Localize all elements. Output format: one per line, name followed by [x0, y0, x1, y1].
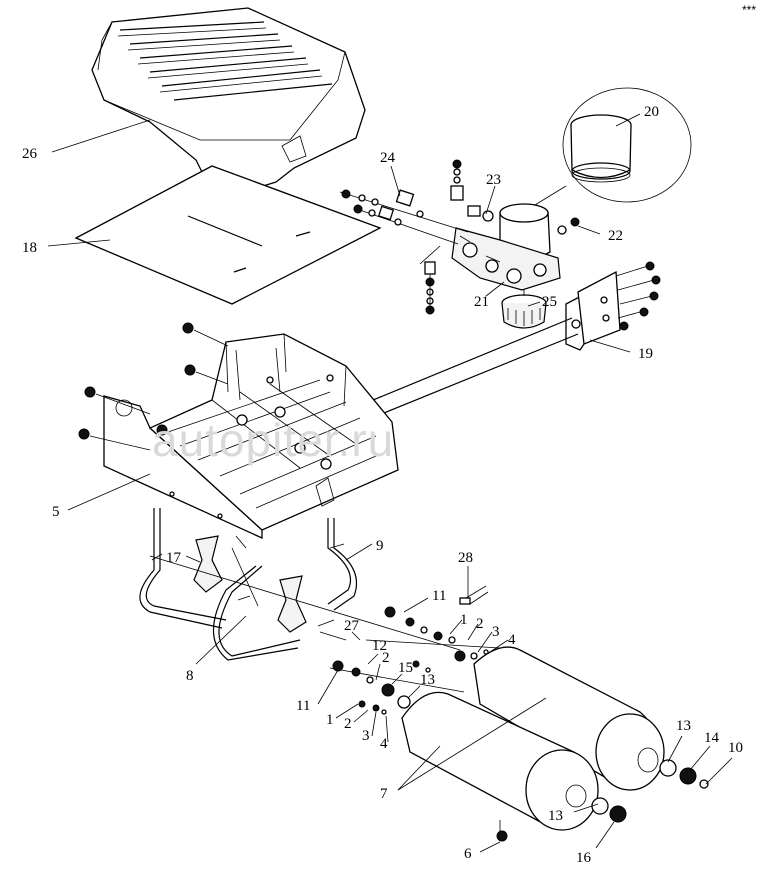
callout-2c: 2 [344, 716, 352, 732]
air-dryer-part [451, 203, 561, 329]
callout-2a: 2 [476, 616, 484, 632]
callout-27: 27 [344, 618, 360, 634]
callout-21: 21 [474, 294, 489, 310]
callout-25: 25 [542, 294, 557, 310]
callout-23: 23 [486, 172, 501, 188]
callout-1a: 1 [460, 612, 468, 628]
callout-4b: 4 [380, 736, 388, 752]
callout-20: 20 [644, 104, 659, 120]
bracket-part [343, 261, 661, 427]
callout-3b: 3 [362, 728, 370, 744]
callout-15: 15 [398, 660, 413, 676]
callout-1b: 1 [326, 712, 334, 728]
callout-11a: 11 [432, 588, 446, 604]
callout-9: 9 [376, 538, 384, 554]
callout-16: 16 [576, 850, 592, 866]
callout-24: 24 [380, 150, 396, 166]
callout-7: 7 [380, 786, 388, 802]
battery-carrier-part [78, 322, 399, 540]
callout-13b: 13 [676, 718, 691, 734]
air-tanks-part [401, 646, 709, 842]
callout-26: 26 [22, 146, 38, 162]
fittings-upper-part [339, 159, 580, 315]
callout-3a: 3 [492, 624, 500, 640]
callout-13a: 13 [420, 672, 435, 688]
callout-12: 12 [372, 638, 387, 654]
callout-2b: 2 [382, 650, 390, 666]
callout-13c: 13 [548, 808, 563, 824]
callout-4a: 4 [508, 632, 516, 648]
callout-labels: 26 18 24 23 20 22 21 25 19 5 17 9 8 28 1… [22, 104, 743, 866]
filter-cartridge-part [529, 87, 692, 209]
watermark-text: autopiter.ru [152, 414, 394, 466]
callout-28: 28 [458, 550, 473, 566]
straps-part [139, 508, 358, 661]
callout-18: 18 [22, 240, 37, 256]
callout-11b: 11 [296, 698, 310, 714]
callout-17: 17 [166, 550, 182, 566]
callout-10: 10 [728, 740, 743, 756]
fittings-lower-part [149, 555, 501, 715]
leader-lines [47, 113, 733, 853]
callout-14: 14 [704, 730, 720, 746]
mat-part [74, 165, 382, 305]
corner-mark: *** [742, 3, 756, 17]
callout-6: 6 [464, 846, 472, 862]
callout-19: 19 [638, 346, 653, 362]
callout-8: 8 [186, 668, 194, 684]
callout-5: 5 [52, 504, 60, 520]
callout-22: 22 [608, 228, 623, 244]
